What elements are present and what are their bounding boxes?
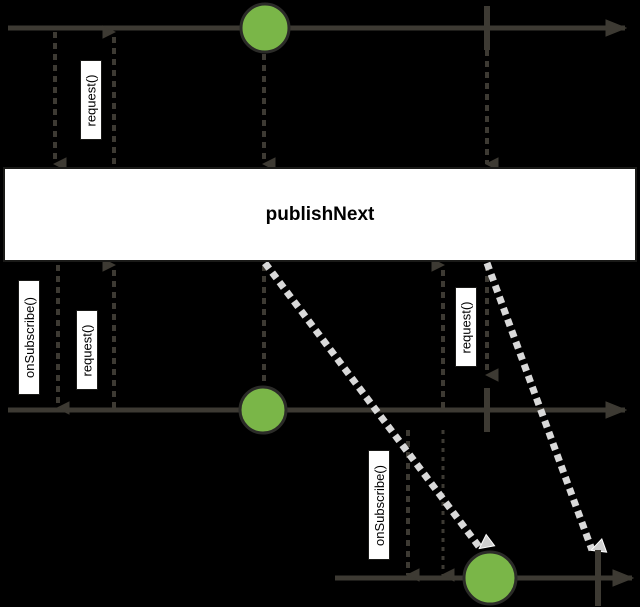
signal-box-complete-second: [483, 261, 592, 550]
operator-box-title: publishNext: [265, 203, 375, 225]
marbles-group: [238, 2, 518, 606]
label-request-first: request(): [76, 310, 98, 390]
marble-first-subscriber-next[interactable]: [238, 385, 288, 435]
label-onsubscribe-second: onSubscribe(): [368, 450, 390, 560]
label-request-first-text: request(): [79, 323, 95, 377]
marble-source-next[interactable]: [239, 2, 291, 54]
ticks-group: [484, 6, 601, 606]
label-request-second-text: request(): [458, 300, 474, 354]
label-request-top: request(): [80, 60, 102, 140]
label-onsubscribe-first: onSubscribe(): [18, 280, 40, 395]
marble-second-subscriber-next[interactable]: [462, 550, 518, 606]
label-onsubscribe-first-text: onSubscribe(): [21, 297, 37, 378]
label-onsubscribe-second-text: onSubscribe(): [371, 464, 387, 546]
label-request-top-text: request(): [83, 73, 99, 127]
label-request-second: request(): [455, 287, 477, 367]
publish-next-operator-box[interactable]: [3, 167, 637, 262]
signals-group: [53, 32, 592, 575]
